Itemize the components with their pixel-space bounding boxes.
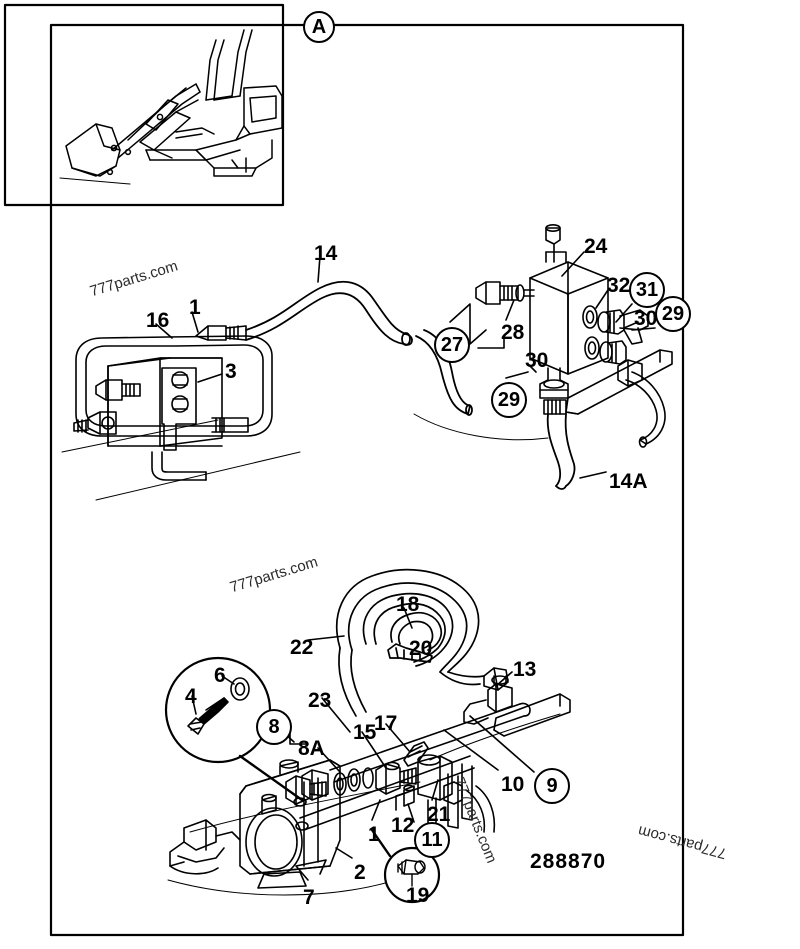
detail-washer-6 xyxy=(230,677,250,701)
callout-circle-29: 29 xyxy=(491,382,527,418)
part-label-23: 23 xyxy=(308,689,332,712)
part-label-16: 16 xyxy=(146,309,170,332)
part-label-30: 30 xyxy=(525,349,549,372)
part-label-18: 18 xyxy=(396,593,420,616)
part-label-32: 32 xyxy=(607,274,631,297)
upper-left-valve-assembly xyxy=(61,335,301,501)
coiled-hoses xyxy=(335,568,485,717)
detail-19-leader xyxy=(370,828,392,858)
callout-circle-27: 27 xyxy=(434,327,470,363)
part-label-1: 1 xyxy=(189,296,201,319)
part-label-15: 15 xyxy=(353,721,377,744)
drawing-number: 288870 xyxy=(530,850,607,873)
right-return-hose xyxy=(617,359,666,448)
part-label-7: 7 xyxy=(303,886,315,909)
callout-circle-11: 11 xyxy=(414,822,450,858)
part-label-14: 14 xyxy=(314,242,338,265)
part-label-13: 13 xyxy=(513,658,537,681)
pump-mount-bracket xyxy=(169,819,241,875)
lower-ground-reference xyxy=(167,713,561,896)
callout-circle-a: A xyxy=(303,11,335,43)
part-label-10: 10 xyxy=(501,773,525,796)
part-label-1: 1 xyxy=(368,823,380,846)
callout-circle-8: 8 xyxy=(256,709,292,745)
part-label-4: 4 xyxy=(185,685,197,708)
part-label-21: 21 xyxy=(427,803,451,826)
inset-machine-illustration xyxy=(59,29,283,185)
part-label-6: 6 xyxy=(214,664,226,687)
part-label-24: 24 xyxy=(584,235,608,258)
part-label-20: 20 xyxy=(409,637,433,660)
part-label-28: 28 xyxy=(501,321,525,344)
part-label-22: 22 xyxy=(290,636,314,659)
part-label-30: 30 xyxy=(634,307,658,330)
upper-ground-reference xyxy=(413,413,549,441)
detail-bolt-4 xyxy=(187,697,229,735)
part-label-17: 17 xyxy=(374,712,398,735)
part-label-14a: 14A xyxy=(609,470,648,493)
part-label-3: 3 xyxy=(225,360,237,383)
callout-circle-19 xyxy=(385,848,439,902)
hose-14 xyxy=(245,280,413,346)
part-label-12: 12 xyxy=(391,814,415,837)
lower-right-hoses xyxy=(493,693,571,737)
callout-circle-9: 9 xyxy=(534,768,570,804)
part-label-2: 2 xyxy=(354,861,366,884)
hose-14A xyxy=(546,413,576,490)
part-label-8a: 8A xyxy=(298,737,325,760)
manifold-fittings-group xyxy=(285,702,531,847)
inset-frame xyxy=(3,3,285,207)
part-label-19: 19 xyxy=(406,884,430,907)
callout-circle-29: 29 xyxy=(655,296,691,332)
main-frame xyxy=(49,23,685,937)
detail-4-6-leader xyxy=(238,754,304,802)
detail-fitting-19 xyxy=(397,859,426,887)
hose-14-connector xyxy=(195,325,247,341)
